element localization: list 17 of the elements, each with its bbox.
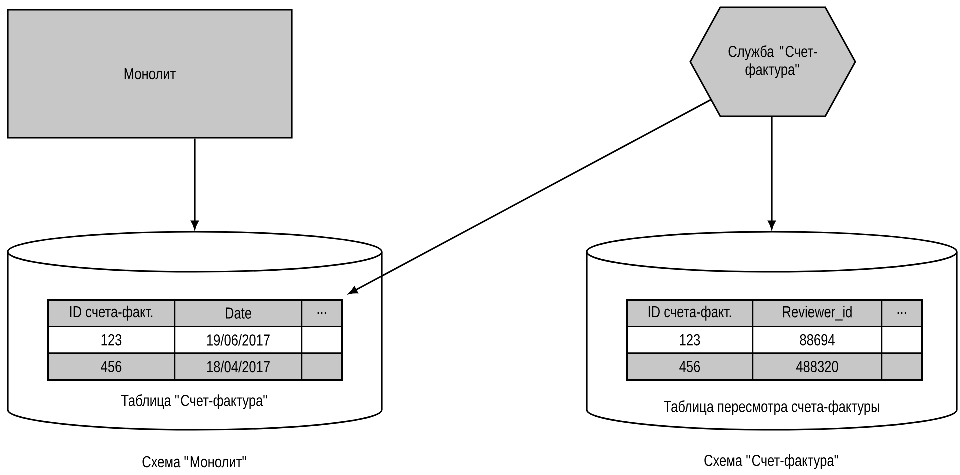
arrow xyxy=(348,99,712,294)
table-cell: 456 xyxy=(47,352,176,381)
table-cell: ID счета-факт. xyxy=(626,299,754,328)
table-caption: Таблица пересмотра счета-фактуры xyxy=(664,400,880,416)
service-hexagon: Служба "Счет-фактура" xyxy=(690,6,856,118)
table-cell: 123 xyxy=(47,326,176,354)
process-box: Монолит xyxy=(7,9,293,139)
table-cell: 123 xyxy=(626,326,754,354)
table-cell: ... xyxy=(301,299,343,328)
arrow xyxy=(768,116,776,230)
schema-label: Схема "Счет-фактура" xyxy=(704,454,838,470)
arrow xyxy=(191,138,199,230)
table-cell: ID счета-факт. xyxy=(47,299,176,328)
table-cell: ... xyxy=(881,299,923,328)
table-cell: 456 xyxy=(626,352,754,381)
table-caption: Таблица "Счет-фактура" xyxy=(122,394,268,410)
schema-label: Схема "Монолит" xyxy=(142,456,246,468)
